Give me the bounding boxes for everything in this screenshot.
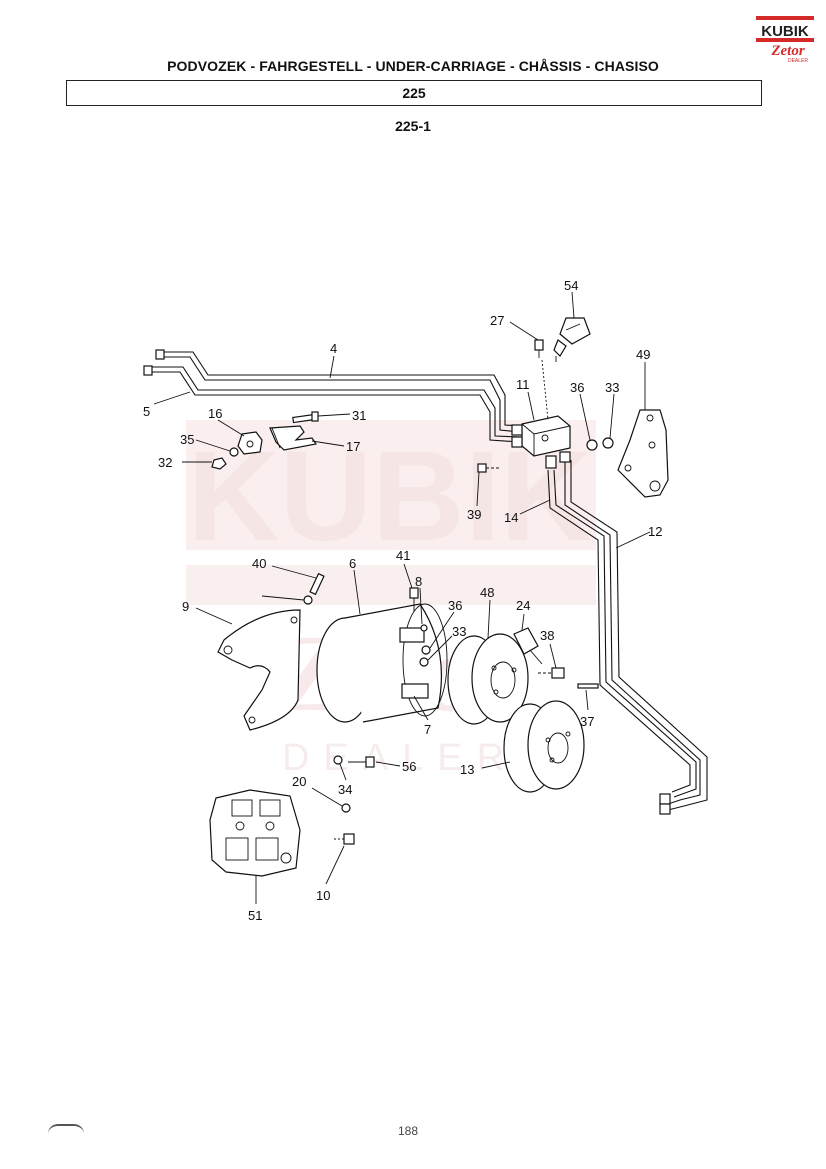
nut-35 — [229, 447, 239, 457]
nut-washer-36-33-top — [586, 437, 614, 451]
callout-54: 54 — [564, 278, 578, 293]
leader-lines — [153, 291, 651, 904]
callout-11: 11 — [516, 377, 530, 392]
bracket-plate — [617, 409, 669, 498]
bolt-38 — [538, 667, 565, 679]
dust-shield — [217, 609, 301, 731]
bleed-screw — [534, 339, 544, 358]
watermark-tagline: DEALER — [282, 737, 518, 779]
callout-9: 9 — [182, 599, 189, 614]
callout-17: 17 — [346, 439, 360, 454]
callout-labels: 54 27 4 49 5 11 36 33 16 31 35 17 32 39 … — [143, 278, 662, 923]
washer-36-left — [303, 595, 313, 605]
callout-27: 27 — [490, 313, 504, 328]
callout-8: 8 — [415, 574, 422, 589]
pipe-clip — [237, 431, 263, 455]
callout-16: 16 — [208, 406, 222, 421]
callout-41: 41 — [396, 548, 410, 563]
callout-36-top: 36 — [570, 380, 584, 395]
nut-32 — [211, 457, 227, 470]
brake-caliper — [209, 789, 301, 877]
callout-48: 48 — [480, 585, 494, 600]
group-number: 225 — [402, 85, 426, 101]
callout-56: 56 — [402, 759, 416, 774]
bolt-39 — [477, 463, 500, 473]
pulley-13 — [503, 700, 585, 793]
callout-6: 6 — [349, 556, 356, 571]
page-number: 188 — [398, 1124, 419, 1138]
callout-33-top: 33 — [605, 380, 619, 395]
brake-line-4 — [155, 349, 521, 433]
callout-49: 49 — [636, 347, 650, 362]
callout-38: 38 — [540, 628, 554, 643]
figure-number: 225-1 — [395, 118, 431, 134]
pin-37 — [577, 683, 599, 689]
footer-corner-mark — [48, 1124, 84, 1136]
washer-36-mid — [421, 645, 431, 655]
logo-text-top: KUBIK — [761, 23, 809, 40]
brake-line-12 — [564, 460, 708, 811]
brake-line-5 — [143, 365, 521, 443]
callout-39: 39 — [467, 507, 481, 522]
callout-13: 13 — [460, 762, 474, 777]
bolt-41 — [409, 587, 419, 612]
callout-5: 5 — [143, 404, 150, 419]
callout-36-mid: 36 — [448, 598, 462, 613]
callout-24: 24 — [516, 598, 530, 613]
callout-7: 7 — [424, 722, 431, 737]
callout-34: 34 — [338, 782, 352, 797]
distribution-block — [511, 415, 571, 469]
bolt-56 — [348, 756, 375, 768]
bolt-31 — [292, 411, 319, 424]
callout-20: 20 — [292, 774, 306, 789]
bolt-40 — [309, 572, 325, 596]
callout-37: 37 — [580, 714, 594, 729]
callout-40: 40 — [252, 556, 266, 571]
callout-10: 10 — [316, 888, 330, 903]
page-title: PODVOZEK - FAHRGESTELL - UNDER-CARRIAGE … — [167, 58, 659, 74]
callout-4: 4 — [330, 341, 337, 356]
nut-20 — [341, 803, 351, 813]
brake-line-14 — [547, 469, 697, 815]
washer-33-mid — [419, 657, 429, 667]
pulley-48 — [447, 633, 529, 725]
brake-drum-housing — [316, 603, 448, 723]
logo-tagline: DEALER — [788, 58, 808, 64]
bolt-10 — [334, 833, 355, 845]
sensor-24 — [513, 627, 543, 665]
callout-35: 35 — [180, 432, 194, 447]
logo-text-bottom: Zetor — [770, 43, 804, 59]
callout-51: 51 — [248, 908, 262, 923]
pressure-switch — [553, 317, 591, 362]
group-box: 225 — [66, 80, 762, 106]
callout-33-mid: 33 — [452, 624, 466, 639]
callout-32: 32 — [158, 455, 172, 470]
callout-14: 14 — [504, 510, 518, 525]
kubik-zetor-logo: KUBIK Zetor DEALER — [756, 16, 814, 64]
nut-34 — [333, 755, 343, 765]
holder-bracket — [269, 425, 318, 451]
callout-31: 31 — [352, 408, 366, 423]
callout-12: 12 — [648, 524, 662, 539]
washer-8 — [420, 624, 428, 632]
